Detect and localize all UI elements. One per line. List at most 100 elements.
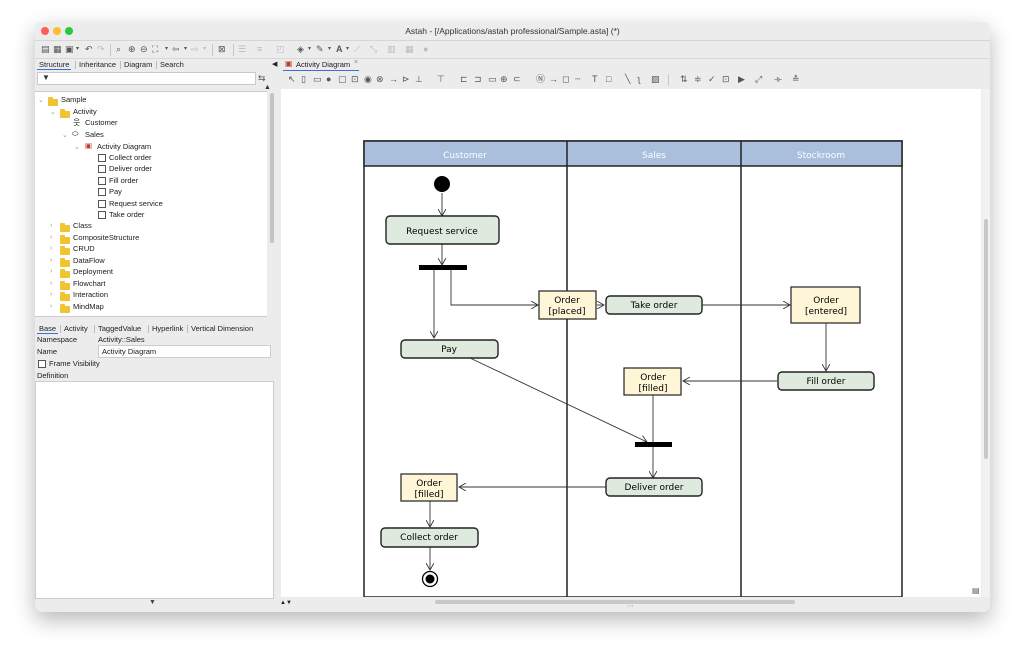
connector-icon[interactable]: Ⓝ xyxy=(536,74,545,84)
zoom-region-icon[interactable]: ⊡ xyxy=(722,74,730,84)
expand-chevron-icon[interactable]: ⌄ xyxy=(74,143,80,151)
remove-space-icon[interactable]: ≑ xyxy=(694,74,702,84)
frame-visibility-checkbox[interactable] xyxy=(38,360,46,368)
action-collect-order[interactable]: Collect order xyxy=(381,528,478,547)
object-order-filled-sales[interactable]: Order [filled] xyxy=(624,368,681,395)
tree-item-action[interactable]: Fill order xyxy=(109,176,138,186)
buffer-icon[interactable]: ▭ xyxy=(488,74,497,84)
grid-icon[interactable]: ▦ xyxy=(405,44,414,54)
collapsed-chevron-icon[interactable]: › xyxy=(50,268,52,275)
activity-final-node[interactable] xyxy=(423,572,438,587)
join-node-icon[interactable]: ⊤ xyxy=(437,74,445,84)
expand-chevron-icon[interactable]: ⌄ xyxy=(38,96,44,104)
tree-item-folder[interactable]: Deployment xyxy=(73,267,113,277)
select-tool-icon[interactable]: ↖ xyxy=(288,74,296,84)
collapsed-chevron-icon[interactable]: › xyxy=(50,257,52,264)
pin-icon[interactable]: ⊐ xyxy=(474,74,482,84)
canvas-vertical-scrollbar[interactable] xyxy=(982,89,990,597)
fill-color-dropdown-icon[interactable]: ▾ xyxy=(308,44,311,54)
tab-base[interactable]: Base xyxy=(37,324,58,334)
scroll-up-icon[interactable]: ▲ xyxy=(264,84,271,91)
final-node-icon[interactable]: ◉ xyxy=(364,74,372,84)
tree-scrollbar[interactable] xyxy=(267,91,278,315)
fit-dropdown-icon[interactable]: ▾ xyxy=(165,44,168,54)
canvas-horizontal-scrollbar[interactable]: ▲▼ ⋯ xyxy=(280,597,990,612)
lane-customer-header[interactable]: Customer xyxy=(443,151,487,161)
collapsed-chevron-icon[interactable]: › xyxy=(50,245,52,252)
forward-dropdown-icon[interactable]: ▾ xyxy=(203,44,206,54)
tree-item-folder[interactable]: Interaction xyxy=(73,290,108,300)
forward-icon[interactable]: ⇨ xyxy=(191,44,199,54)
fork-bar[interactable] xyxy=(419,265,467,270)
object-node-icon[interactable]: ⊏ xyxy=(460,74,468,84)
pin-tool-icon[interactable]: ✓ xyxy=(708,74,716,84)
action-tool-icon[interactable]: ▢ xyxy=(338,74,347,84)
text-tool-icon[interactable]: T xyxy=(592,74,598,84)
presentation-icon[interactable]: ▶ xyxy=(738,74,745,84)
font-icon[interactable]: A xyxy=(336,44,343,54)
fill-color-icon[interactable]: ◈ xyxy=(297,44,304,54)
tree-item-folder[interactable]: Class xyxy=(73,221,92,231)
object-order-filled-customer[interactable]: Order [filled] xyxy=(401,474,457,501)
resize-icon[interactable]: ⤢ xyxy=(755,74,762,84)
new-file-icon[interactable]: ▤ xyxy=(41,44,50,54)
collapsed-chevron-icon[interactable]: › xyxy=(50,222,52,229)
redo-icon[interactable]: ↷ xyxy=(97,44,105,54)
canvas-hscroll-thumb[interactable] xyxy=(435,600,795,604)
object-flow-icon[interactable]: → xyxy=(549,74,558,84)
action-deliver-order[interactable]: Deliver order xyxy=(606,478,702,496)
lane-sales-header[interactable]: Sales xyxy=(642,151,666,161)
close-tab-icon[interactable]: × xyxy=(354,59,358,66)
tab-inheritance[interactable]: Inheritance xyxy=(77,60,118,69)
object-order-placed[interactable]: Order [placed] xyxy=(539,291,596,319)
zoom-icon[interactable]: ⌕ xyxy=(116,44,121,54)
export-image-icon[interactable]: ⊠ xyxy=(218,44,226,54)
fork-node-icon[interactable]: ⊥ xyxy=(415,74,423,84)
tab-vertical-dimension[interactable]: Vertical Dimension xyxy=(189,324,255,333)
align-icon[interactable]: ☰ xyxy=(238,44,246,54)
overview-icon[interactable]: ▤ xyxy=(972,586,980,595)
collapsed-chevron-icon[interactable]: › xyxy=(50,291,52,298)
shape-icon[interactable]: ● xyxy=(423,44,428,54)
tree-item-folder[interactable]: Flowchart xyxy=(73,279,106,289)
expand-chevron-icon[interactable]: ⌄ xyxy=(62,131,68,139)
fit-width-icon[interactable]: ⟛ xyxy=(774,74,782,84)
collapsed-chevron-icon[interactable]: › xyxy=(50,303,52,310)
tree-item-sales[interactable]: Sales xyxy=(85,130,104,140)
line-tool-icon[interactable]: ╲ xyxy=(625,74,630,84)
vertical-partition-icon[interactable]: ▯ xyxy=(301,74,306,84)
tree-item-sample[interactable]: Sample xyxy=(61,95,86,105)
group-icon[interactable]: ▥ xyxy=(387,44,396,54)
note-icon[interactable]: ◻ xyxy=(562,74,569,84)
tree-item-action[interactable]: Request service xyxy=(109,199,163,209)
tree-item-folder[interactable]: CRUD xyxy=(73,244,95,254)
fit-to-window-icon[interactable]: ⛶ xyxy=(152,44,158,54)
insert-space-icon[interactable]: ⇅ xyxy=(680,74,688,84)
initial-node-icon[interactable]: ● xyxy=(326,74,331,84)
settings-toggle-icon[interactable]: ≛ xyxy=(792,74,800,84)
tab-scroll-left-icon[interactable]: ◀ xyxy=(272,60,277,68)
distribute-icon[interactable]: ≡ xyxy=(257,44,262,54)
tab-taggedvalue[interactable]: TaggedValue xyxy=(96,324,143,333)
note-anchor-icon[interactable]: ┄ xyxy=(575,74,580,84)
back-dropdown-icon[interactable]: ▾ xyxy=(184,44,187,54)
horizontal-partition-icon[interactable]: ▭ xyxy=(313,74,322,84)
diagram-canvas[interactable]: Customer Sales Stockroom xyxy=(281,89,981,597)
collapse-pane-icon[interactable]: ▼ xyxy=(149,599,156,606)
scroll-arrows-icon[interactable]: ▲▼ xyxy=(280,600,292,606)
tree-item-action[interactable]: Collect order xyxy=(109,153,152,163)
back-icon[interactable]: ⇦ xyxy=(172,44,180,54)
open-file-icon[interactable]: ▦ xyxy=(53,44,62,54)
save-icon[interactable]: ▣ xyxy=(65,44,74,54)
collapsed-chevron-icon[interactable]: › xyxy=(50,280,52,287)
name-field[interactable]: Activity Diagram xyxy=(98,345,271,358)
expansion-region-icon[interactable]: ⊕ xyxy=(500,74,508,84)
image-tool-icon[interactable]: ▨ xyxy=(651,74,660,84)
tree-item-activity-diagram[interactable]: Activity Diagram xyxy=(97,142,151,152)
tab-activity[interactable]: Activity xyxy=(62,324,90,333)
tree-item-activity[interactable]: Activity xyxy=(73,107,97,117)
tree-item-customer[interactable]: Customer xyxy=(85,118,118,128)
object-order-entered[interactable]: Order [entered] xyxy=(791,287,860,323)
action-take-order[interactable]: Take order xyxy=(606,296,702,314)
tree-item-folder[interactable]: MindMap xyxy=(73,302,104,312)
